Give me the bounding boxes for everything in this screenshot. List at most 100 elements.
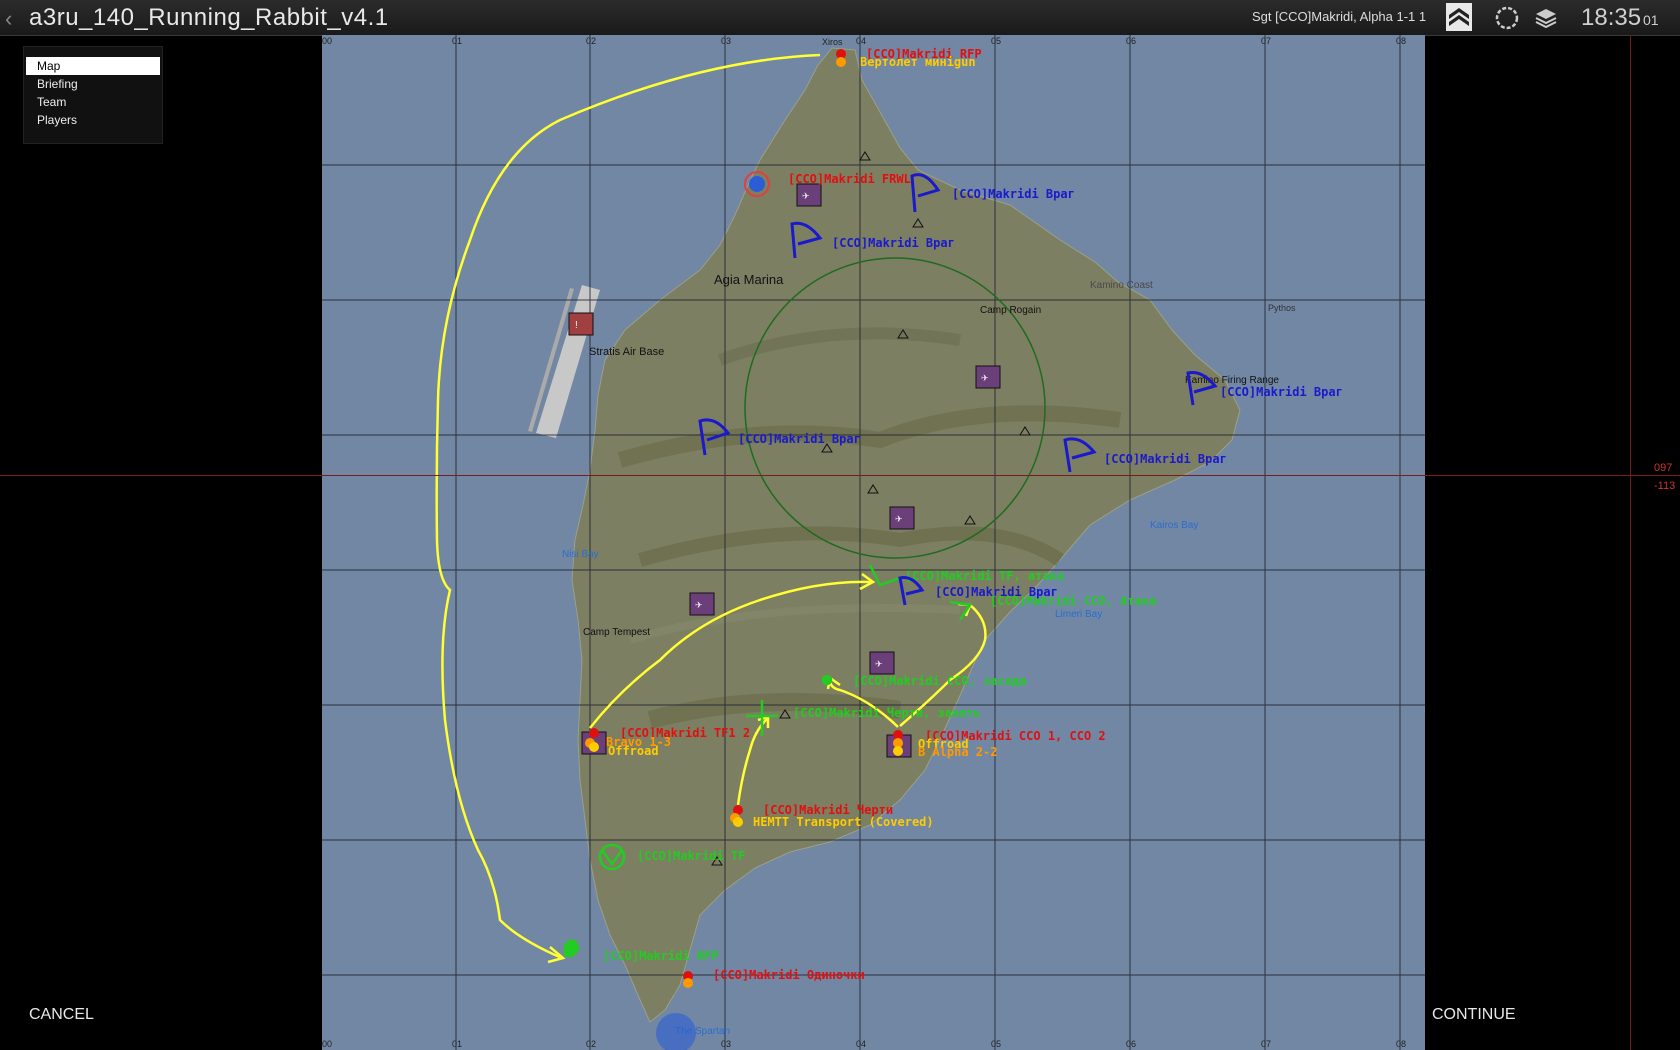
menu-item-briefing[interactable]: Briefing	[37, 77, 78, 91]
red-marker-cco12-icon	[893, 730, 903, 756]
place-camp-tempest: Camp Tempest	[583, 627, 650, 638]
place-camp-rogain: Camp Rogain	[980, 305, 1041, 316]
grid-bottom-07: 07	[1261, 1039, 1271, 1049]
spartan-ship-icon	[656, 1013, 696, 1050]
svg-text:✈: ✈	[802, 191, 810, 201]
label-alpha22: B Alpha 2-2	[918, 745, 997, 759]
friendly-ambush-dot-icon	[821, 674, 833, 686]
cursor-heading: 097	[1654, 462, 1673, 474]
grid-bottom-06: 06	[1126, 1039, 1136, 1049]
label-green-rfp: [CCO]Makridi RFP	[603, 949, 719, 963]
label-tf1: [CCO]Makridi TF1 2	[620, 726, 750, 740]
enemy-flag-icon-1	[910, 173, 941, 213]
place-nisi-bay: Nisi Bay	[562, 549, 599, 560]
label-enemy-3: [CCO]Makridi Враг	[738, 432, 861, 446]
top-bar: ‹ a3ru_140_Running_Rabbit_v4.1 Sgt [CCO]…	[0, 0, 1680, 36]
grid-top-05: 05	[991, 36, 1001, 46]
clock-seconds: 01	[1643, 12, 1659, 28]
grid-labels: 00 01 02 03 04 05 06 07 08 00 01 02 03 0…	[322, 36, 1406, 1049]
label-cco12: [CCO]Makridi CCO 1, CCO 2	[925, 729, 1106, 743]
svg-text:✈: ✈	[695, 600, 703, 610]
hill-markers	[711, 151, 1031, 866]
svg-text:✈: ✈	[895, 514, 903, 524]
rank-icon[interactable]	[1446, 3, 1472, 31]
enemy-flag-icon-4	[1063, 437, 1097, 473]
label-red-rfp: [CCO]Makridi RFP	[866, 47, 982, 61]
label-devils: [CCO]Makridi Черти	[763, 803, 893, 817]
friendly-attack-marker-icon	[868, 564, 901, 587]
red-marker-tf1-icon	[585, 728, 599, 752]
airbase-hangar-marker: !	[568, 312, 594, 336]
label-bravo: Bravo 1-3	[606, 735, 671, 749]
place-firing-range: Kamino Firing Range	[1185, 375, 1279, 386]
grid-top-08: 08	[1396, 36, 1406, 46]
label-enemy-1: [CCO]Makridi Враг	[952, 187, 1075, 201]
layers-icon[interactable]	[1533, 5, 1559, 31]
label-cco-attack: [CCO]Makridi CCO, Атака	[990, 594, 1156, 608]
cursor-bearing: -113	[1654, 480, 1676, 492]
cancel-button[interactable]: CANCEL	[29, 1006, 94, 1023]
map-grid	[322, 35, 1425, 1050]
place-xiros: Xiros	[822, 37, 843, 47]
place-agia-marina: Agia Marina	[714, 272, 784, 287]
grid-top-00: 00	[322, 36, 332, 46]
label-tf-attack: [CCO]Makridi TF, атака	[905, 569, 1064, 583]
grid-bottom-05: 05	[991, 1039, 1001, 1049]
red-marker-rfp-icon	[836, 49, 846, 67]
cursor-line-horizontal	[0, 475, 1680, 476]
red-marker-frwl-icon	[744, 171, 770, 197]
grid-bottom-00: 00	[322, 1039, 332, 1049]
cursor-line-vertical	[1630, 35, 1631, 1050]
enemy-flag-icon-6	[898, 576, 925, 606]
friendly-rfp-arrow-icon	[563, 939, 580, 957]
red-marker-devils-icon	[730, 805, 743, 827]
label-enemy-5: [CCO]Makridi Враг	[1220, 385, 1343, 399]
enemy-flag-icon-5	[1186, 371, 1218, 406]
grid-bottom-02: 02	[586, 1039, 596, 1049]
continue-button[interactable]: CONTINUE	[1432, 1006, 1516, 1023]
place-kairos-bay: Kairos Bay	[1150, 520, 1198, 531]
label-tf: [CCO]Makridi TF	[637, 849, 745, 863]
grid-bottom-01: 01	[452, 1039, 462, 1049]
place-kamino-coast: Kamino Coast	[1090, 280, 1153, 291]
area-of-operations-circle	[744, 257, 1046, 559]
gps-icon[interactable]	[1494, 5, 1520, 31]
label-enemy-2: [CCO]Makridi Враг	[832, 236, 955, 250]
red-marker-loners-icon	[683, 971, 693, 988]
place-air-base: Stratis Air Base	[589, 346, 664, 358]
map-menu: Map Briefing Team Players	[23, 46, 163, 144]
tactical-map[interactable]: 00 01 02 03 04 05 06 07 08 00 01 02 03 0…	[322, 35, 1425, 1050]
objective-square-2: ✈	[975, 365, 1001, 389]
label-frwl: [CCO]Makridi FRWL	[788, 172, 911, 186]
label-offroad-1: Offroad	[608, 744, 659, 758]
enemy-flag-icon-2	[790, 221, 823, 259]
menu-item-map[interactable]: Map	[26, 57, 160, 75]
place-spartan: The Spartan	[675, 1026, 730, 1037]
svg-text:✈: ✈	[875, 659, 883, 669]
label-enemy-6: [CCO]Makridi Враг	[935, 585, 1058, 599]
back-chevron-icon[interactable]: ‹	[5, 6, 13, 31]
player-info: Sgt [CCO]Makridi, Alpha 1-1 1	[1252, 9, 1427, 24]
svg-text:✈: ✈	[981, 373, 989, 383]
objective-square-5: ✈	[869, 651, 895, 675]
clock-time: 18:35	[1581, 4, 1642, 31]
objective-square-3: ✈	[889, 506, 915, 530]
label-loners: [CCO]Makridi Одиночки	[713, 968, 865, 982]
place-limeri-bay: Limeri Bay	[1055, 609, 1102, 620]
grid-bottom-08: 08	[1396, 1039, 1406, 1049]
place-athos: Pythos	[1268, 303, 1296, 313]
grid-bottom-03: 03	[721, 1039, 731, 1049]
mission-title: a3ru_140_Running_Rabbit_v4.1	[29, 4, 389, 31]
objective-square-1: ✈	[796, 183, 822, 207]
enemy-flag-icon-3	[698, 418, 731, 456]
label-transport: HEMTT Transport (Covered)	[753, 815, 934, 829]
menu-item-players[interactable]: Players	[37, 113, 78, 127]
label-enemy-4: [CCO]Makridi Враг	[1104, 452, 1227, 466]
friendly-devils-marker-icon	[746, 700, 778, 736]
label-cco-ambush: [CCO]Makridi CCO, засада	[853, 674, 1026, 688]
grid-bottom-04: 04	[856, 1039, 866, 1049]
menu-item-team[interactable]: Team	[37, 95, 67, 109]
grid-top-02: 02	[586, 36, 596, 46]
label-minigun: Вертолет минigun	[860, 55, 976, 69]
grid-top-04: 04	[856, 36, 866, 46]
